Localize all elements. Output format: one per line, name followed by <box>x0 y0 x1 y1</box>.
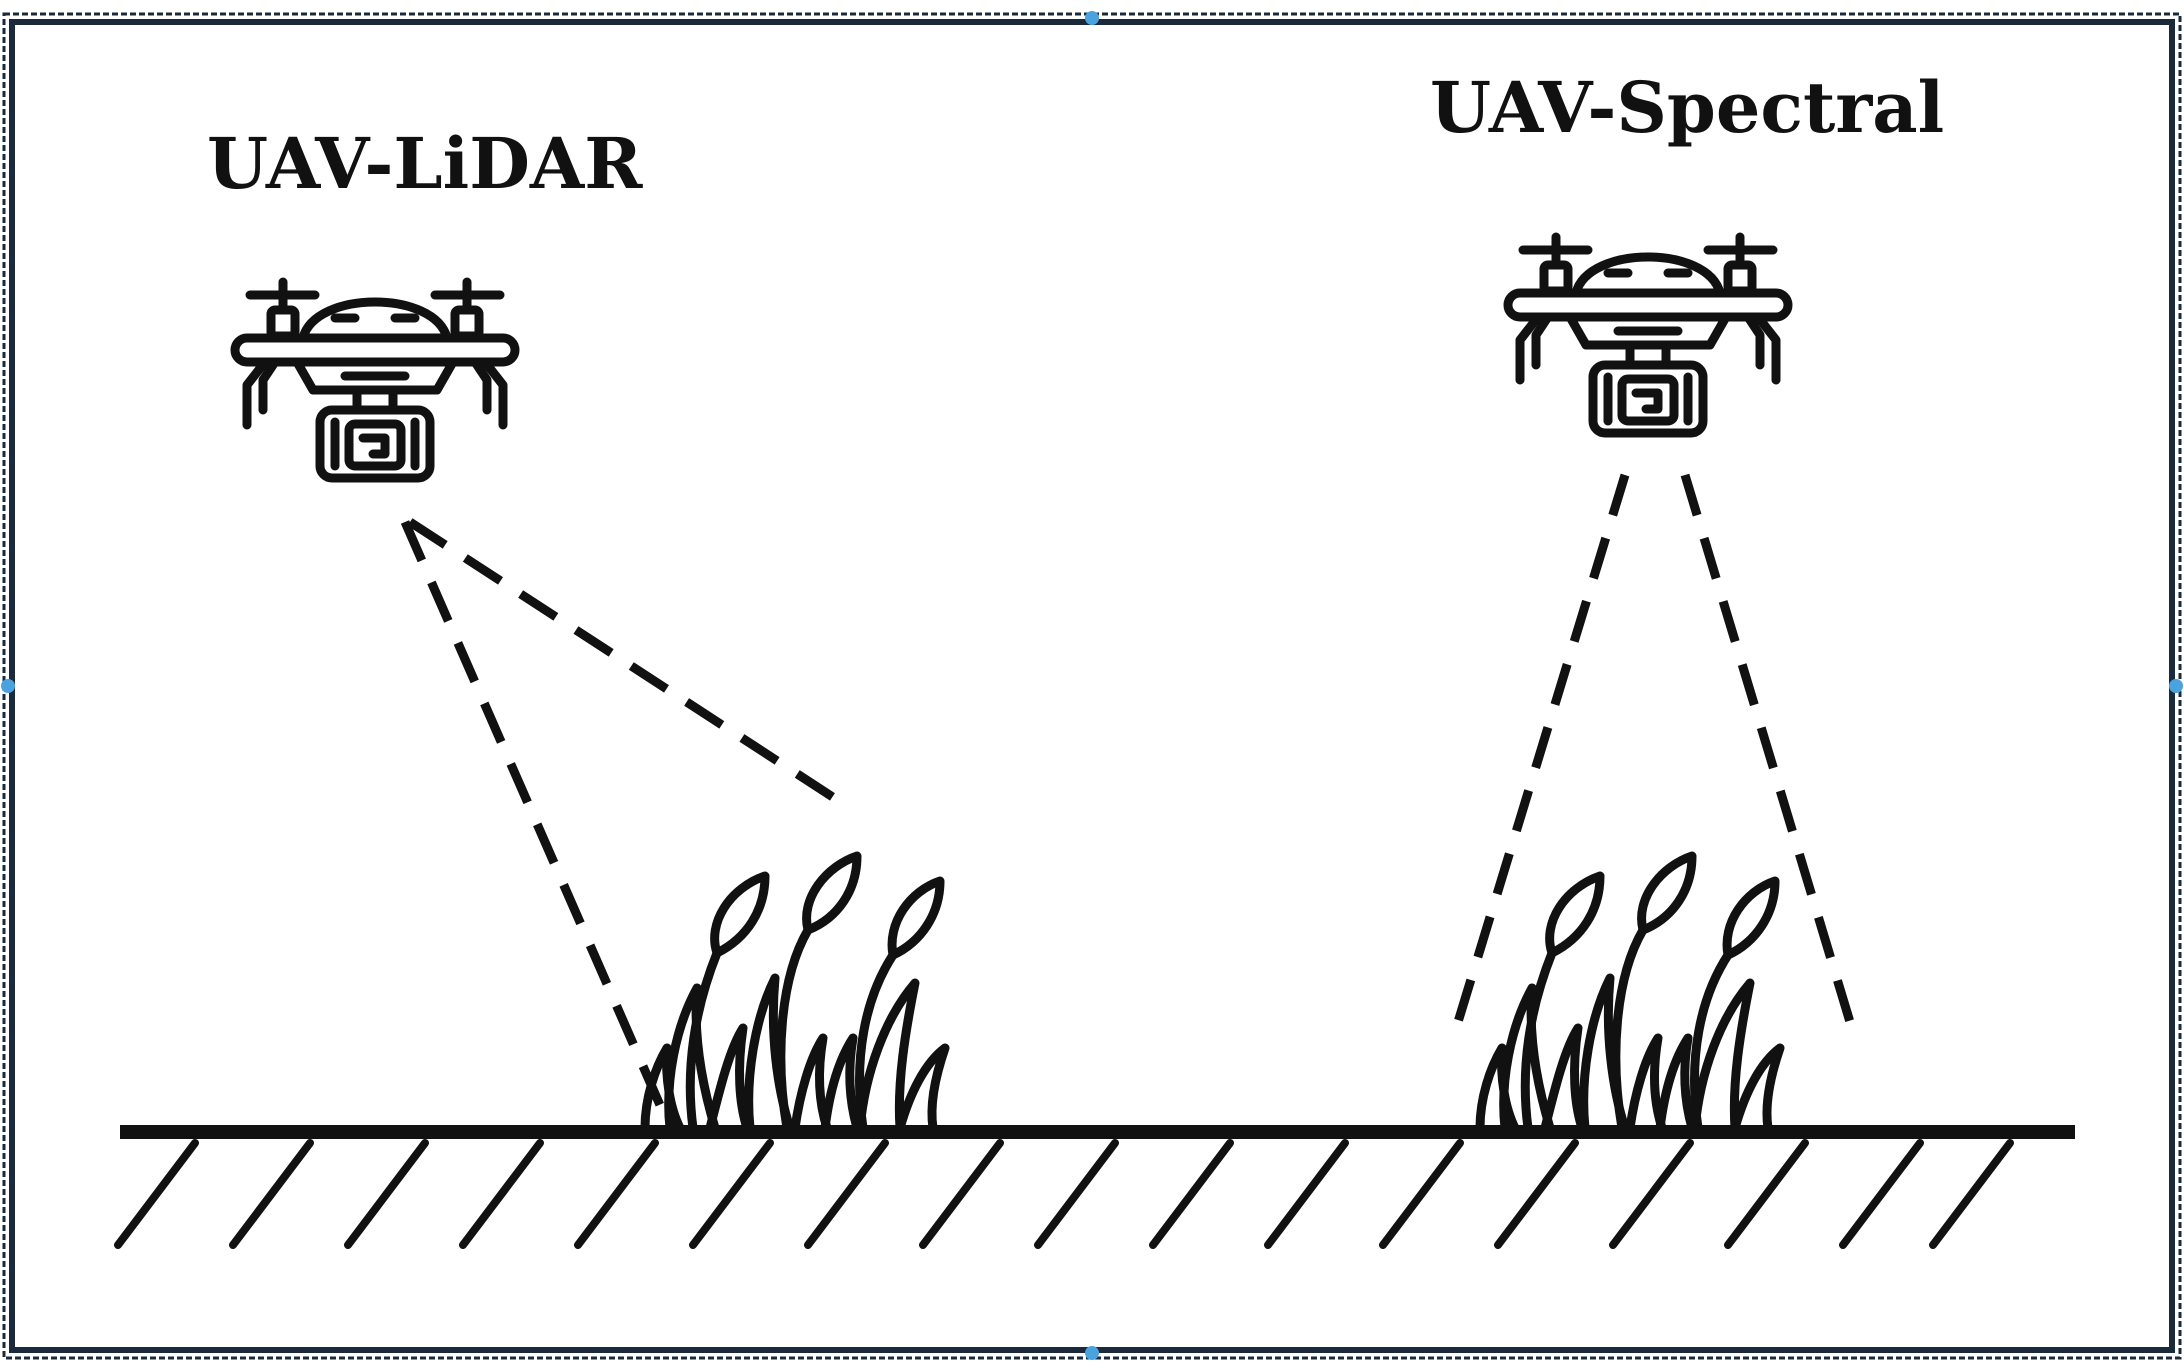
grass-plant-icon <box>1480 856 1780 1128</box>
uav-lidar-label: UAV-LiDAR <box>207 122 643 205</box>
selection-handle[interactable] <box>1085 1346 1099 1360</box>
ground-hatch <box>114 1139 2014 1249</box>
lidar-drone-icon <box>235 282 515 478</box>
uav-spectral-label: UAV-Spectral <box>1430 66 1945 149</box>
spectral-drone-icon <box>1508 237 1788 433</box>
lidar-beam <box>400 518 848 1130</box>
spectral-beam <box>1453 473 1855 1024</box>
figure-border <box>9 19 2175 1353</box>
selection-handle[interactable] <box>1085 11 1099 25</box>
selection-handle[interactable] <box>1 679 15 693</box>
selection-handle[interactable] <box>2169 679 2183 693</box>
grass-plant-icon <box>645 856 945 1128</box>
